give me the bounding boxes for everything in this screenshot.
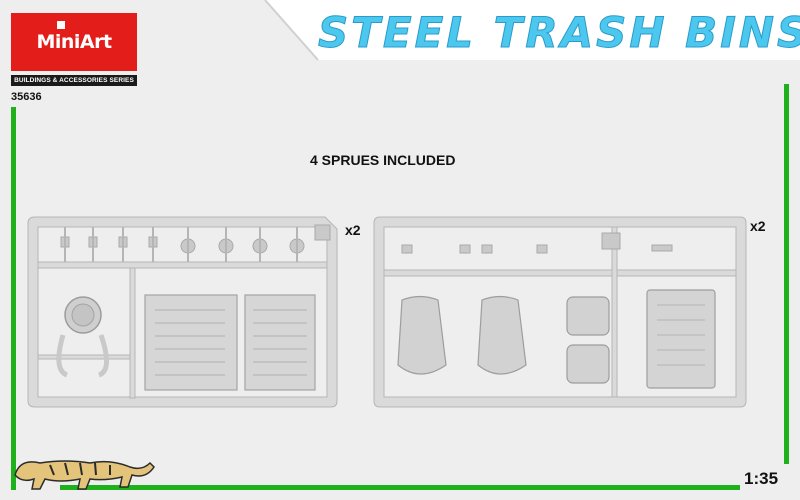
brand-name: MiniArt [36, 31, 112, 53]
sprue-left-quantity: x2 [345, 222, 361, 238]
scale-label: 1:35 [744, 469, 779, 488]
brand-logo: MiniArt [11, 13, 137, 71]
right-green-rule [784, 84, 789, 464]
sprue-right-image [373, 216, 747, 408]
sprue-right-quantity: x2 [750, 218, 766, 234]
logo-flag-icon [57, 21, 65, 29]
sprues-included-label: 4 SPRUES INCLUDED [310, 152, 456, 168]
series-label: BUILDINGS & ACCESSORIES SERIES [11, 75, 137, 86]
page-title: STEEL TRASH BINS [318, 8, 800, 58]
product-code: 35636 [11, 91, 42, 103]
bottom-green-rule [60, 485, 740, 490]
left-green-rule [11, 107, 16, 490]
tiger-logo-icon [14, 460, 155, 490]
sprue-left-image [27, 216, 338, 408]
